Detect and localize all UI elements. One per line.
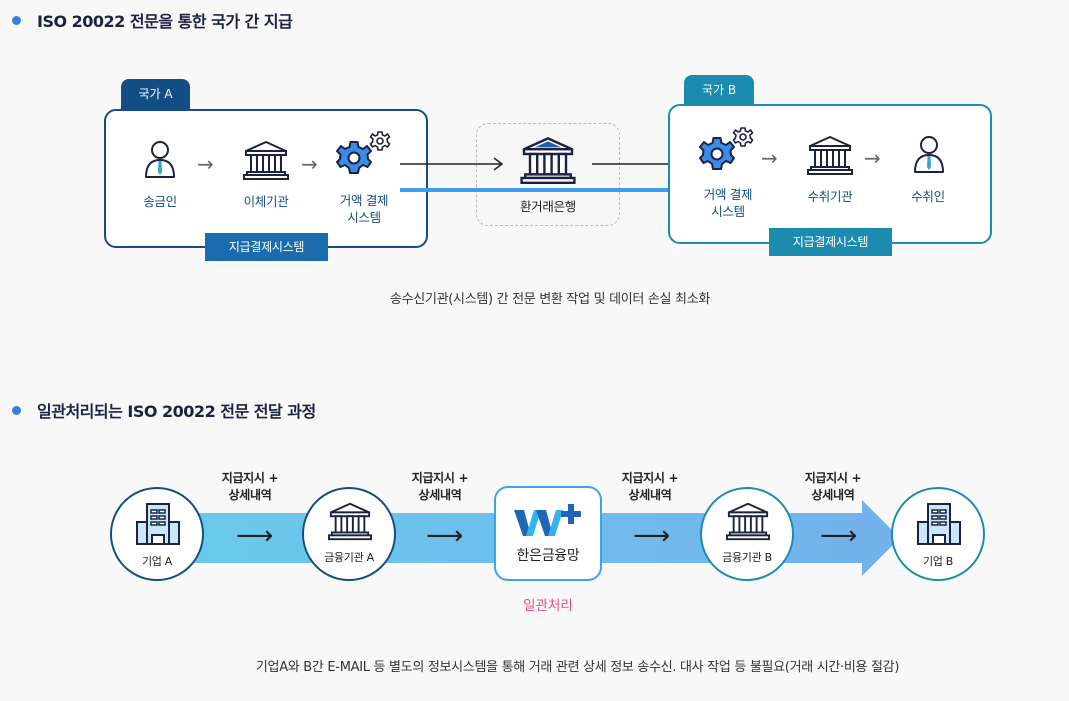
bullet-icon <box>12 15 21 25</box>
bok-wire-node: 한은금융망 <box>494 486 602 581</box>
building-icon <box>135 502 181 546</box>
bok-wire-label: 한은금융망 <box>516 548 580 564</box>
flow-label-line1: 지급지시 + <box>411 471 469 485</box>
lvps-label-line2: 시스템 <box>347 210 381 225</box>
section-title-text: 일관처리되는 ISO 20022 전문 전달 과정 <box>37 402 316 421</box>
gears-icon <box>699 126 755 172</box>
flow-label-2: 지급지시 + 상세내역 <box>390 470 490 504</box>
flow-label-line2: 상세내역 <box>628 488 672 502</box>
lvps-label-line1: 거액 결제 <box>703 187 753 202</box>
company-b-label: 기업 B <box>922 555 954 568</box>
bank-icon <box>328 501 372 541</box>
lvps-label-line2: 시스템 <box>711 204 745 219</box>
institution-b-node: 금융기관 B <box>700 487 794 581</box>
correspondent-bank-label: 환거래은행 <box>519 199 576 214</box>
payment-system-label-b: 지급결제시스템 <box>769 228 892 256</box>
arrow-right-icon: → <box>301 152 318 176</box>
flow-label-3: 지급지시 + 상세내역 <box>600 470 700 504</box>
institution-b-label: 금융기관 B <box>722 551 772 564</box>
bullet-icon <box>12 405 21 415</box>
flow-arrow-icon: ⟶ <box>426 521 464 551</box>
flow-label-1: 지급지시 + 상세내역 <box>200 470 300 504</box>
arrow-right-icon: → <box>864 146 881 170</box>
flow-label-line1: 지급지시 + <box>221 471 279 485</box>
lvps-label-b: 거액 결제 시스템 <box>688 186 768 220</box>
flow-label-line2: 상세내역 <box>418 488 462 502</box>
flow-label-line2: 상세내역 <box>811 488 855 502</box>
receiving-bank-icon <box>807 135 853 175</box>
transfer-institution-label: 이체기관 <box>243 194 289 209</box>
flow-label-line2: 상세내역 <box>228 488 272 502</box>
company-b-node: 기업 B <box>891 487 985 581</box>
arrow-right-icon: → <box>761 146 778 170</box>
transfer-bank-icon <box>243 140 289 180</box>
gears-icon <box>336 130 392 176</box>
receiver-label: 수취인 <box>911 189 945 204</box>
w-plus-logo <box>514 504 581 536</box>
batch-processing-label: 일관처리 <box>523 598 573 614</box>
section2-caption: 기업A와 B간 E-MAIL 등 별도의 정보시스템을 통해 거래 관련 상세 … <box>255 660 900 675</box>
bank-icon <box>726 501 770 541</box>
receiving-institution-label: 수취기관 <box>807 189 853 204</box>
institution-a-label: 금융기관 A <box>324 551 374 564</box>
flow-arrow-icon: ⟶ <box>820 521 858 551</box>
institution-a-node: 금융기관 A <box>302 487 396 581</box>
company-a-node: 기업 A <box>110 487 204 581</box>
flow-label-line1: 지급지시 + <box>804 471 862 485</box>
direct-iso-line <box>400 188 676 192</box>
arrowhead-to-bank <box>493 157 504 171</box>
arrow-right-icon: → <box>197 152 214 176</box>
section-title-text: ISO 20022 전문을 통한 국가 간 지급 <box>37 12 293 31</box>
lvps-label-a: 거액 결제 시스템 <box>324 192 404 226</box>
flow-arrow-icon: ⟶ <box>633 521 671 551</box>
country-b-tab: 국가 B <box>684 75 754 105</box>
country-a-tab: 국가 A <box>121 79 190 109</box>
section-title-batch: 일관처리되는 ISO 20022 전문 전달 과정 <box>12 398 316 422</box>
flow-label-4: 지급지시 + 상세내역 <box>783 470 883 504</box>
section1-caption: 송수신기관(시스템) 간 전문 변환 작업 및 데이터 손실 최소화 <box>389 292 711 307</box>
receiver-person-icon <box>912 134 946 174</box>
flow-arrow-icon: ⟶ <box>236 521 274 551</box>
company-a-label: 기업 A <box>141 555 173 568</box>
lvps-label-line1: 거액 결제 <box>339 193 389 208</box>
connection-arrows <box>400 157 694 200</box>
section-title-cross-border: ISO 20022 전문을 통한 국가 간 지급 <box>12 8 293 32</box>
payment-system-label-a: 지급결제시스템 <box>205 233 328 261</box>
sender-label: 송금인 <box>143 194 177 209</box>
building-icon <box>916 502 962 546</box>
sender-person-icon <box>143 139 177 179</box>
flow-label-line1: 지급지시 + <box>621 471 679 485</box>
